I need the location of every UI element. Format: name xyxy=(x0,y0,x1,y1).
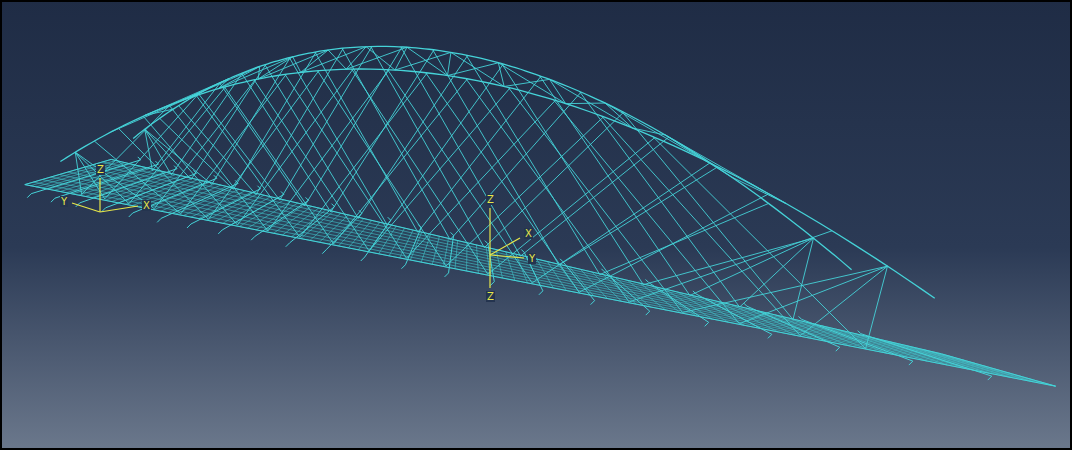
arch-ribs xyxy=(60,46,934,298)
arch-bracing xyxy=(112,47,786,204)
hangers xyxy=(75,46,887,348)
axis-label: Y xyxy=(60,196,68,207)
axis-label: X xyxy=(524,228,533,239)
axis-label: Z xyxy=(486,194,495,205)
axis-label: Z xyxy=(96,164,105,175)
axis-label: Y xyxy=(528,253,536,264)
coordinate-triads xyxy=(72,178,524,288)
bridge-lines xyxy=(25,46,1056,386)
cross-beams xyxy=(27,157,992,380)
axis-label: Z xyxy=(486,291,495,302)
axis-label: X xyxy=(142,200,151,211)
